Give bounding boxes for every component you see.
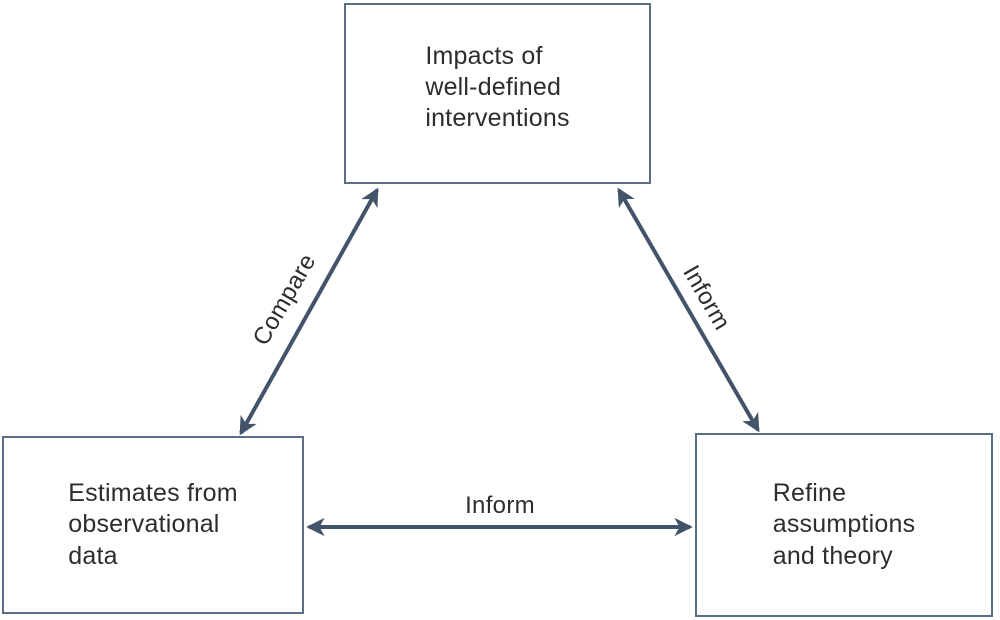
box-refine-assumptions-and-theory-text: Refine assumptions and theory	[772, 479, 916, 570]
box-impacts-of-interventions-text: Impacts of well-defined interventions	[425, 41, 570, 133]
box-estimates-from-observational-data: Estimates from observational data	[2, 436, 304, 614]
inform-diagonal-arrow-label: Inform	[677, 260, 736, 335]
inform-diagonal-arrow	[617, 187, 760, 433]
box-impacts-of-interventions: Impacts of well-defined interventions	[344, 3, 651, 184]
box-estimates-from-observational-data-text: Estimates from observational data	[68, 479, 238, 570]
box-refine-assumptions-and-theory: Refine assumptions and theory	[695, 433, 993, 617]
compare-arrow-label: Compare	[247, 249, 322, 351]
inform-horizontal-arrow-label: Inform	[465, 492, 535, 519]
